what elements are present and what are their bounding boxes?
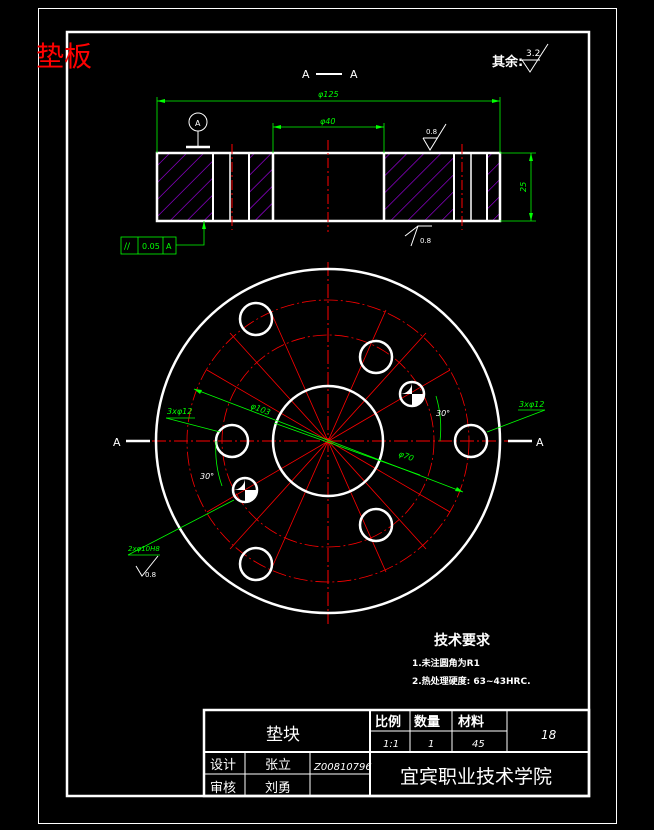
- svg-text:1: 1: [428, 739, 434, 750]
- tolerance-frame: // 0.05 A: [120, 221, 206, 255]
- title-block: 垫块 比例 数量 材料 1:1 1 45 18 设计 张立 审核 刘勇 Z008…: [202, 708, 591, 798]
- svg-text:45: 45: [472, 739, 485, 750]
- school-name: 宜宾职业技术学院: [400, 766, 552, 788]
- svg-text:0.8: 0.8: [145, 571, 156, 579]
- hatch-right-inner: [384, 154, 454, 221]
- svg-text:30°: 30°: [436, 409, 450, 418]
- svg-text:0.05: 0.05: [142, 242, 160, 251]
- tapped-hole: [398, 380, 426, 408]
- svg-text:材料: 材料: [458, 714, 484, 730]
- pcd-leader: [193, 388, 464, 493]
- svg-text:审核: 审核: [210, 781, 236, 796]
- svg-text:比例: 比例: [375, 714, 401, 730]
- svg-text:A: A: [166, 242, 172, 251]
- part-name: 垫块: [266, 725, 300, 745]
- tech-requirements-title: 技术要求: [434, 632, 491, 649]
- svg-text:φ125: φ125: [318, 90, 339, 99]
- svg-text://: //: [124, 242, 131, 252]
- tech-requirement-2: 2.热处理硬度: 63~43HRC.: [412, 675, 531, 687]
- roughness-bottom: 0.8: [404, 225, 432, 247]
- outer-circle: [154, 267, 502, 615]
- dim-outer-diameter: φ125: [156, 90, 501, 153]
- tech-requirements: 技术要求 1.未注圆角为R1 2.热处理硬度: 63~43HRC.: [412, 632, 531, 687]
- svg-text:3xφ12: 3xφ12: [519, 400, 544, 409]
- roughness-top: 0.8: [422, 123, 447, 151]
- svg-text:刘勇: 刘勇: [265, 781, 291, 796]
- svg-text:1:1: 1:1: [383, 739, 399, 750]
- svg-text:25: 25: [519, 182, 528, 192]
- hole: [358, 507, 394, 543]
- hole: [238, 546, 274, 582]
- center-bore: [271, 384, 385, 498]
- svg-text:A: A: [113, 436, 121, 449]
- svg-text:A: A: [302, 68, 310, 81]
- svg-text:2xφ10H8: 2xφ10H8: [128, 545, 160, 553]
- svg-text:设计: 设计: [210, 758, 236, 773]
- svg-text:18: 18: [541, 728, 557, 742]
- section-view: [155, 140, 502, 232]
- svg-text:φ70: φ70: [397, 449, 415, 463]
- hatch-left: [157, 154, 213, 221]
- tapped-hole: [231, 476, 259, 504]
- svg-text:30°: 30°: [200, 472, 214, 481]
- dim-thickness: 25: [500, 152, 536, 222]
- tech-requirement-1: 1.未注圆角为R1: [412, 657, 480, 669]
- hatch-left-inner: [249, 154, 273, 221]
- hole: [453, 423, 489, 459]
- dim-inner-diameter: φ40: [272, 117, 385, 153]
- svg-text:0.8: 0.8: [420, 237, 431, 245]
- hole: [238, 301, 274, 337]
- outer-border: [38, 8, 617, 824]
- svg-text:A: A: [536, 436, 544, 449]
- datum-symbol: A: [186, 112, 210, 149]
- svg-text:3xφ12: 3xφ12: [167, 407, 192, 416]
- svg-text:其余:: 其余:: [492, 54, 523, 70]
- student-id: Z00810796: [313, 762, 372, 773]
- surface-roughness-note: 其余: 3.2: [492, 43, 549, 73]
- svg-text:A: A: [195, 119, 201, 128]
- svg-text:A: A: [350, 68, 358, 81]
- svg-text:3.2: 3.2: [526, 49, 540, 59]
- svg-text:数量: 数量: [414, 714, 440, 730]
- svg-text:0.8: 0.8: [426, 128, 437, 136]
- plan-view: φ103 φ70 3xφ12 3xφ12 2xφ10H8 0.8 30° 30°…: [113, 262, 546, 624]
- svg-text:φ40: φ40: [320, 117, 335, 126]
- hole: [358, 339, 394, 375]
- section-label: A A: [302, 68, 358, 81]
- svg-text:张立: 张立: [265, 758, 291, 773]
- corner-label: 垫板: [36, 40, 92, 73]
- hatch-right: [487, 154, 500, 221]
